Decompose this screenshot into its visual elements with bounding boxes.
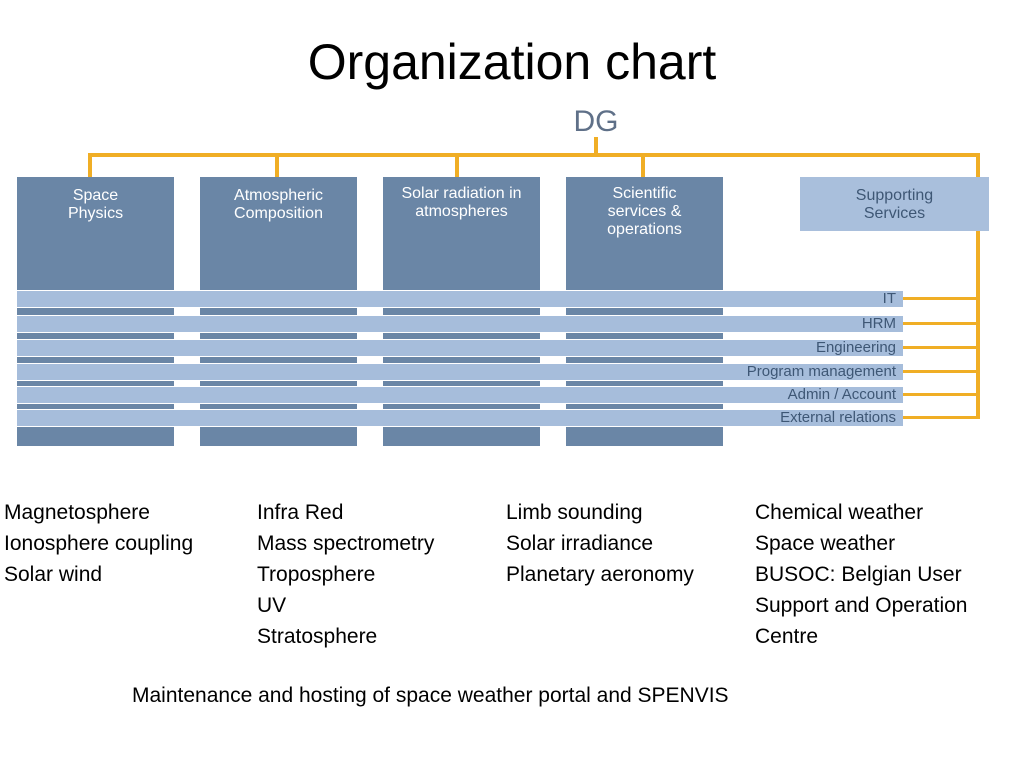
- topic-item: Stratosphere: [257, 625, 378, 648]
- topic-item: Infra Red: [257, 501, 344, 524]
- dept-connector-space-physics: [88, 155, 92, 177]
- dg-node: DG: [573, 105, 619, 138]
- footer-note: Maintenance and hosting of space weather…: [132, 684, 729, 707]
- department-box-space-physics: Space Physics: [17, 177, 174, 446]
- department-box-scientific-services: Scientific services & operations: [566, 177, 723, 446]
- supporting-services-box: Supporting Services: [800, 177, 989, 231]
- dept-connector-solar-radiation: [455, 155, 459, 177]
- topic-item: Ionosphere coupling: [4, 532, 194, 555]
- topic-list-space-physics: Magnetosphere Ionosphere coupling Solar …: [4, 497, 193, 590]
- topic-item: Solar wind: [4, 563, 103, 586]
- topic-item: Planetary aeronomy: [506, 563, 694, 586]
- support-connector-program-management: [903, 370, 978, 373]
- topic-list-solar-radiation: Limb sounding Solar irradiance Planetary…: [506, 497, 694, 590]
- support-band-hrm: HRM: [17, 315, 903, 333]
- support-vertical-connector: [976, 155, 980, 419]
- topic-item: Limb sounding: [506, 501, 643, 524]
- department-box-solar-radiation: Solar radiation in atmospheres: [383, 177, 540, 446]
- main-connector-line: [88, 153, 980, 157]
- topic-item: Chemical weather: [755, 501, 924, 524]
- support-connector-admin-account: [903, 393, 978, 396]
- support-band-it: IT: [17, 290, 903, 308]
- topic-item: Magnetosphere: [4, 501, 150, 524]
- dept-connector-scientific-services: [641, 155, 645, 177]
- topic-item: Support and Operation: [755, 594, 968, 617]
- support-connector-engineering: [903, 346, 978, 349]
- department-box-atmospheric-composition: Atmospheric Composition: [200, 177, 357, 446]
- dg-connector: [594, 137, 598, 155]
- topic-item: Space weather: [755, 532, 896, 555]
- support-band-label-external-relations: External relations: [780, 409, 896, 426]
- support-band-program-management: Program management: [17, 363, 903, 381]
- support-connector-hrm: [903, 322, 978, 325]
- support-connector-external-relations: [903, 416, 978, 419]
- topic-item: Troposphere: [257, 563, 376, 586]
- topic-item: BUSOC: Belgian User: [755, 563, 962, 586]
- support-connector-it: [903, 297, 978, 300]
- support-band-engineering: Engineering: [17, 339, 903, 357]
- support-band-label-admin-account: Admin / Account: [787, 386, 896, 403]
- topic-list-atmospheric-composition: Infra Red Mass spectrometry Troposphere …: [257, 497, 434, 652]
- topic-list-scientific-services: Chemical weather Space weather BUSOC: Be…: [755, 497, 967, 652]
- support-band-label-hrm: HRM: [861, 315, 896, 332]
- support-band-external-relations: External relations: [17, 409, 903, 427]
- dept-connector-atmospheric-composition: [275, 155, 279, 177]
- topic-item: Centre: [755, 625, 819, 648]
- support-band-label-engineering: Engineering: [815, 339, 896, 356]
- support-band-label-program-management: Program management: [746, 363, 896, 380]
- support-band-label-it: IT: [882, 290, 896, 307]
- topic-item: Mass spectrometry: [257, 532, 435, 555]
- support-band-admin-account: Admin / Account: [17, 386, 903, 404]
- topic-item: UV: [257, 594, 287, 617]
- page-title: Organization chart: [307, 34, 717, 90]
- topic-item: Solar irradiance: [506, 532, 654, 555]
